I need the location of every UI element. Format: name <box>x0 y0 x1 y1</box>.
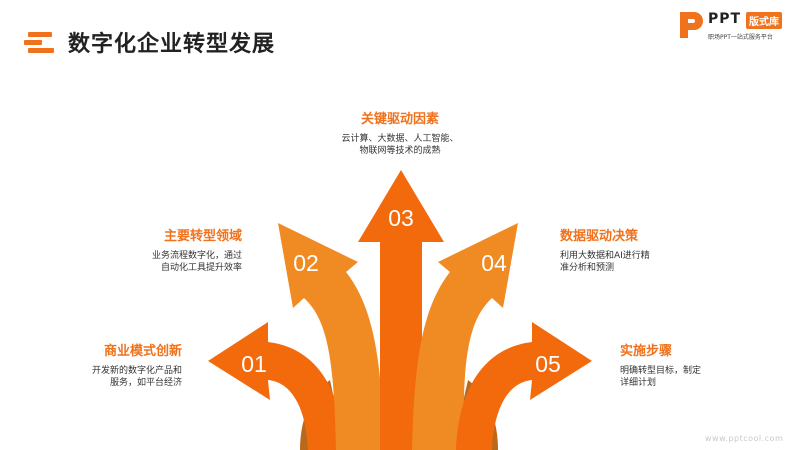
item-01-desc: 开发新的数字化产品和 服务，如平台经济 <box>92 365 182 389</box>
item-05-label: 实施步骤 <box>620 344 673 359</box>
item-04-label: 数据驱动决策 <box>560 229 639 244</box>
item-03-desc-line: 物联网等技术的成熟 <box>359 146 441 156</box>
item-01-desc-line: 服务，如平台经济 <box>109 378 182 388</box>
item-03-desc-line: 云计算、大数据、人工智能、 <box>341 134 459 144</box>
item-01-label: 商业模式创新 <box>103 344 182 359</box>
item-02-desc: 业务流程数字化，通过 自动化工具提升效率 <box>152 250 242 274</box>
arrow-04 <box>412 223 518 450</box>
item-03-label: 关键驱动因素 <box>360 112 439 127</box>
arrow-number-05: 05 <box>535 351 561 377</box>
item-04-desc-line: 准分析和预测 <box>560 263 615 273</box>
arrow-number-03: 03 <box>388 205 414 231</box>
item-01-desc-line: 开发新的数字化产品和 <box>91 366 182 376</box>
item-05-desc-line: 明确转型目标，制定 <box>620 366 702 376</box>
logo-tagline: 职场PPT一站式服务平台 <box>708 34 773 41</box>
item-02-desc-line: 业务流程数字化，通过 <box>151 251 242 261</box>
item-05: 实施步骤 明确转型目标，制定 详细计划 <box>620 340 701 389</box>
item-03-desc: 云计算、大数据、人工智能、 物联网等技术的成熟 <box>310 133 490 157</box>
menu-lines-icon <box>24 32 56 54</box>
arrow-number-02: 02 <box>293 250 319 276</box>
item-04-desc-line: 利用大数据和AI进行精 <box>560 251 650 261</box>
brand-logo[interactable]: PPT 版式库 职场PPT一站式服务平台 <box>678 8 796 44</box>
item-02-desc-line: 自动化工具提升效率 <box>160 263 242 273</box>
arrow-02 <box>278 223 384 450</box>
item-04-desc: 利用大数据和AI进行精 准分析和预测 <box>560 250 650 274</box>
item-05-desc: 明确转型目标，制定 详细计划 <box>620 365 701 389</box>
arrow-03 <box>358 170 444 450</box>
arrow-05 <box>456 322 592 450</box>
item-05-desc-line: 详细计划 <box>620 378 657 388</box>
arrow-number-04: 04 <box>481 250 507 276</box>
item-01: 商业模式创新 开发新的数字化产品和 服务，如平台经济 <box>92 340 182 389</box>
logo-p-icon <box>680 12 703 38</box>
page-title: 数字化企业转型发展 <box>68 32 276 57</box>
logo-brand-text: PPT <box>708 11 742 27</box>
item-02-label: 主要转型领域 <box>163 229 242 244</box>
watermark-url: www.pptcool.com <box>705 434 784 443</box>
logo-badge: 版式库 <box>746 12 782 29</box>
arrow-number-01: 01 <box>241 351 267 377</box>
item-04: 数据驱动决策 利用大数据和AI进行精 准分析和预测 <box>560 225 650 274</box>
arrow-01 <box>208 322 344 450</box>
item-03: 关键驱动因素 云计算、大数据、人工智能、 物联网等技术的成熟 <box>310 108 490 157</box>
item-02: 主要转型领域 业务流程数字化，通过 自动化工具提升效率 <box>152 225 242 274</box>
